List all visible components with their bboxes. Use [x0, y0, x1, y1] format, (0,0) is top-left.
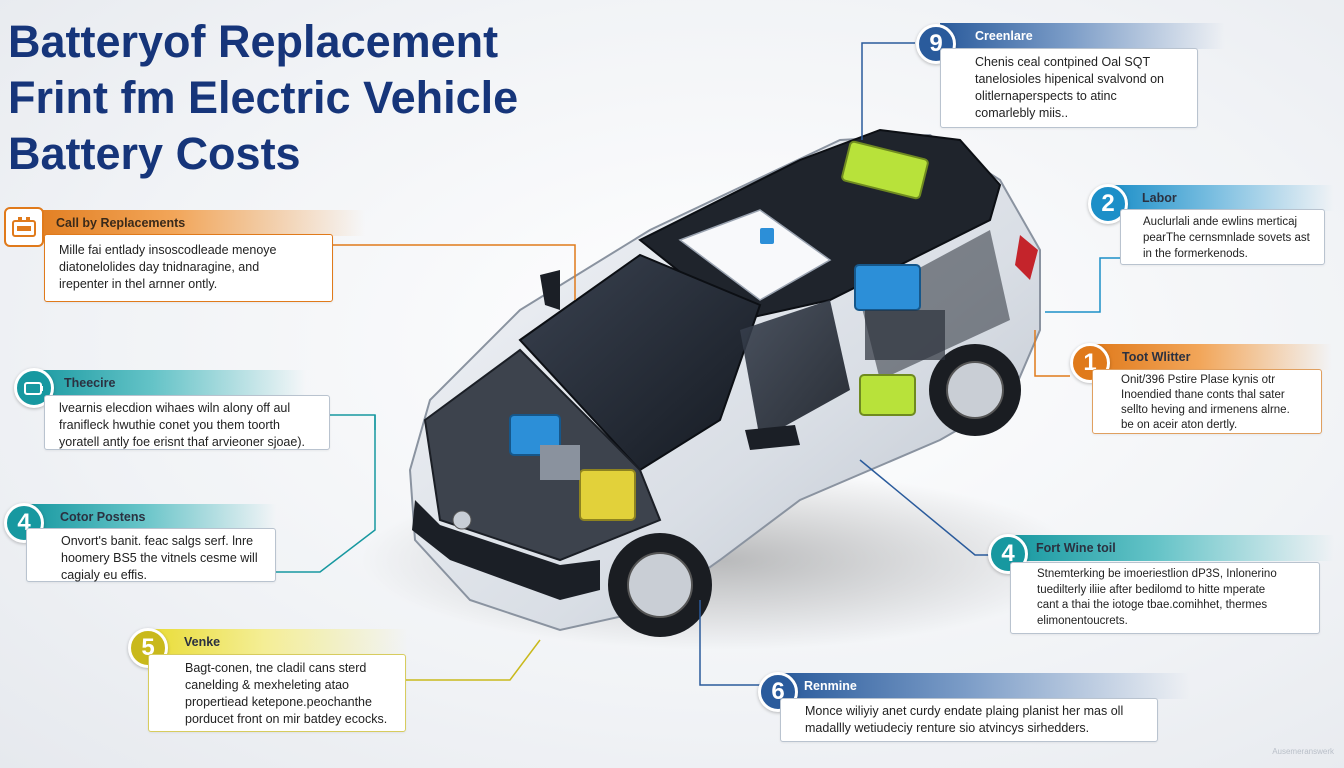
- callout-fort-number: 4: [1001, 540, 1015, 567]
- callout-replacements-title: Call by Replacements: [56, 216, 186, 230]
- sunroof: [678, 209, 832, 301]
- windshield: [518, 253, 762, 472]
- callout-replacements-line: diatonelolides day tnidnaragine, and: [59, 260, 260, 274]
- front-rim: [627, 552, 693, 618]
- callout-labor-line: in the formerkenods.: [1143, 248, 1248, 260]
- battery-cell-icon: [14, 368, 54, 408]
- callout-replacements-body: Mille fai entlady insoscodleade menoye d…: [44, 234, 333, 302]
- side-window-front: [740, 300, 850, 440]
- battery-cell-glyph: [24, 382, 43, 395]
- callout-venke-body: Bagt-conen, tne cladil cans sterd caneld…: [148, 654, 406, 732]
- callout-venke-header: Venke: [148, 629, 408, 655]
- callout-fort-line: tuedilterly iliie after bedilomd to hitt…: [1037, 583, 1266, 596]
- engine-bay-battery-yellow: [579, 469, 636, 521]
- brand-logo-icon: [452, 510, 472, 530]
- callout-labor-title: Labor: [1142, 191, 1177, 205]
- callout-theecire-line: lvearnis elecdion wihaes wiln alony off …: [59, 401, 291, 415]
- callout-cotor-line: cagialy eu effis.: [61, 568, 147, 582]
- callout-fort-header: Fort Wine toil: [1010, 535, 1334, 561]
- callout-creenlare-line: Chenis ceal contpined Oal SQT: [975, 55, 1151, 69]
- title-line-2: Frint fm Electric Vehicle: [8, 72, 519, 123]
- callout-creenlare-title: Creenlare: [975, 29, 1033, 43]
- inverter-unit: [540, 445, 580, 480]
- callout-toot-body: Onit/396 Pstire Plase kynis otr Inoendie…: [1092, 369, 1322, 434]
- small-blue-module: [760, 228, 774, 244]
- callout-toot-line: Inoendied thane conts thal sater: [1121, 389, 1285, 401]
- callout-creenlare-line: tanelosioles hipenical svalvond on: [975, 72, 1165, 86]
- battery-box-glyph: [12, 217, 36, 237]
- side-mirror-right: [745, 425, 800, 450]
- title-line-3: Battery Costs: [8, 128, 301, 179]
- callout-cotor-badge: 4: [4, 503, 44, 543]
- callout-toot-title: Toot Wlitter: [1122, 350, 1191, 364]
- callout-theecire-line: yoratell antly foe erisnt thaf arvieoner…: [59, 435, 305, 449]
- callout-theecire-line: franifleck hwuthie conet you them toorth: [59, 418, 280, 432]
- callout-creenlare-line: olitlernaperspects to atinc: [975, 89, 1117, 103]
- callout-labor-header: Labor: [1110, 185, 1334, 211]
- callout-replacements-line: Mille fai entlady insoscodleade menoye: [59, 243, 277, 257]
- callout-venke-line: propertiead ketepone.peochanthe: [185, 695, 372, 709]
- callout-labor-badge: 2: [1088, 184, 1128, 224]
- watermark: Ausemeranswerk: [1272, 747, 1334, 756]
- callout-creenlare-number: 9: [929, 30, 943, 57]
- callout-toot-line: be on aceir aton dertly.: [1121, 419, 1238, 431]
- tail-light: [1015, 235, 1038, 280]
- callout-renmine-header: Renmine: [780, 673, 1190, 699]
- callout-toot-line: sellto heving and irmenens alrne.: [1121, 404, 1290, 416]
- callout-venke-line: canelding & mexheleting atao: [185, 678, 350, 692]
- callout-fort-line: Stnemterking be imoeriestlion dP3S, Inlo…: [1037, 568, 1277, 580]
- callout-renmine-line: madallly wetiudeciy renture sio atvincys…: [805, 721, 1090, 735]
- callout-theecire-body: lvearnis elecdion wihaes wiln alony off …: [44, 395, 330, 450]
- title-line-1: Batteryof Replacement: [8, 16, 499, 67]
- rear-rim: [946, 361, 1004, 419]
- rear-battery-module-green: [859, 374, 916, 416]
- callout-toot-header: Toot Wlitter: [1092, 344, 1332, 370]
- callout-creenlare-header: Creenlare: [940, 23, 1225, 49]
- callout-cotor-line: hoomery BS5 the vitnels cesme will: [61, 551, 258, 565]
- callout-renmine-badge: 6: [758, 672, 798, 712]
- rear-pack-cells: [865, 310, 945, 360]
- callout-labor-line: Auclurlali ande ewlins merticaj: [1143, 216, 1298, 228]
- callout-cotor-body: Onvort's banit. feac salgs serf. lnre ho…: [26, 528, 276, 582]
- callout-toot-line: Onit/396 Pstire Plase kynis otr: [1121, 374, 1276, 386]
- callout-venke-line: porducet front on mir batdey ecocks.: [185, 712, 388, 726]
- callout-renmine-body: Monce wiliyiy anet curdy endate plaing p…: [780, 698, 1158, 742]
- callout-fort-line: cant a thai the iotoge tbae.comihhet, th…: [1037, 599, 1268, 611]
- roof-battery-module-green: [841, 140, 929, 200]
- rear-battery-module-blue: [854, 264, 921, 311]
- callout-renmine-line: Monce wiliyiy anet curdy endate plaing p…: [805, 704, 1124, 718]
- callout-cotor-line: Onvort's banit. feac salgs serf. lnre: [61, 534, 254, 548]
- callout-creenlare-badge: 9: [916, 24, 956, 64]
- callout-cotor-header: Cotor Postens: [26, 504, 276, 530]
- callout-renmine-title: Renmine: [804, 679, 857, 693]
- page-title: Batteryof Replacement Frint fm Electric …: [8, 14, 608, 182]
- callout-replacements-line: irepenter in thel arnner ontly.: [59, 277, 218, 291]
- callout-cotor-title: Cotor Postens: [60, 510, 146, 524]
- front-grille: [412, 500, 600, 600]
- callout-venke-line: Bagt-conen, tne cladil cans sterd: [185, 661, 367, 675]
- callout-creenlare-line: comarlebly miis..: [975, 106, 1069, 120]
- callout-replacements-header: Call by Replacements: [20, 210, 365, 236]
- callout-creenlare-body: Chenis ceal contpined Oal SQT tanelosiol…: [940, 48, 1198, 128]
- callout-theecire-header: Theecire: [26, 370, 306, 396]
- callout-fort-line: elimonentoucrets.: [1037, 614, 1128, 627]
- callout-fort-body: Stnemterking be imoeriestlion dP3S, Inlo…: [1010, 562, 1320, 634]
- callout-fort-badge: 4: [988, 534, 1028, 574]
- callout-venke-title: Venke: [184, 635, 221, 649]
- callout-fort-title: Fort Wine toil: [1036, 541, 1116, 555]
- callout-labor-number: 2: [1101, 190, 1115, 217]
- callout-labor-body: Auclurlali ande ewlins merticaj pearThe …: [1120, 209, 1325, 265]
- callout-labor-line: pearThe cernsmnlade sovets ast: [1143, 232, 1310, 244]
- callout-theecire-title: Theecire: [64, 376, 116, 390]
- battery-box-icon: [4, 207, 44, 247]
